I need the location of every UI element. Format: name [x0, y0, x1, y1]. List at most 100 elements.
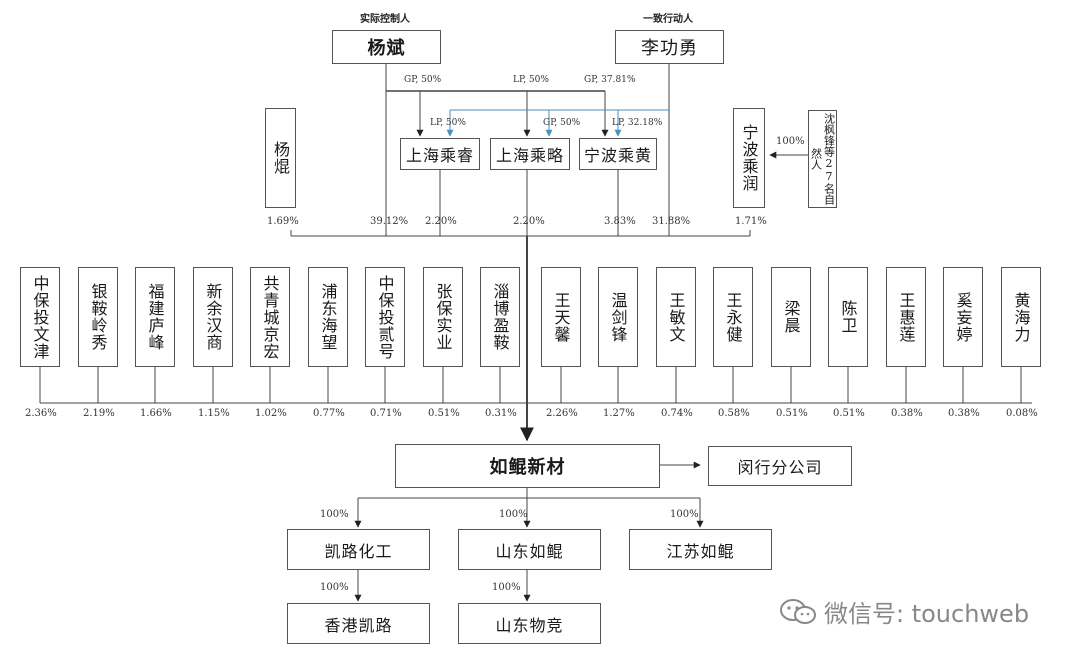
shareholder-box[interactable]: 陈卫: [828, 267, 868, 367]
ningbo-chenghuang-label: 宁波乘黄: [583, 146, 652, 165]
jiangsu-rukun-box[interactable]: 江苏如鲲: [629, 529, 772, 570]
shareholder-box[interactable]: 王惠莲: [886, 267, 926, 367]
shandong-wujing-label: 山东物竞: [495, 615, 564, 635]
shareholder-name: 福建庐峰: [145, 283, 165, 351]
shareholder-box[interactable]: 梁晨: [771, 267, 811, 367]
edge-label-lp-rui: LP, 50%: [430, 118, 466, 128]
edge-label-lp-lue: LP, 50%: [513, 75, 549, 85]
pct-li-gongyong: 31.88%: [652, 216, 691, 227]
shareholder-pct: 0.38%: [948, 408, 980, 419]
kailu-chemical-box[interactable]: 凯路化工: [287, 529, 430, 570]
shareholder-box[interactable]: 浦东海望: [308, 267, 348, 367]
shareholder-box[interactable]: 张保实业: [423, 267, 463, 367]
shareholder-box[interactable]: 王天馨: [541, 267, 581, 367]
shareholder-name: 王天馨: [551, 291, 571, 343]
shareholder-pct: 1.15%: [198, 408, 230, 419]
rukun-company-box[interactable]: 如鲲新材: [395, 444, 660, 488]
natural-persons-box[interactable]: 沈枫锋等27名自然人: [808, 110, 837, 208]
shareholder-box[interactable]: 温剑锋: [598, 267, 638, 367]
li-gongyong-label: 李功勇: [641, 38, 698, 59]
yang-kun-label: 杨焜: [271, 141, 290, 175]
shareholder-name: 王敏文: [666, 291, 686, 343]
shareholder-name: 新余汉商: [203, 283, 223, 351]
shanghai-chengrui-label: 上海乘睿: [405, 146, 474, 165]
shareholder-name: 奚妄婷: [953, 291, 973, 343]
rukun-company-label: 如鲲新材: [489, 457, 566, 478]
shareholder-box[interactable]: 新余汉商: [193, 267, 233, 367]
shareholder-pct: 1.66%: [140, 408, 172, 419]
wechat-icon: [780, 598, 816, 624]
role-controller: 实际控制人: [360, 14, 410, 25]
shareholder-box[interactable]: 奚妄婷: [943, 267, 983, 367]
edge-label-lp-huang: LP, 32.18%: [612, 118, 663, 128]
pct-jiangsu: 100%: [670, 509, 699, 520]
edge-label-gp-huang: GP, 37.81%: [584, 75, 636, 85]
shareholder-pct: 0.51%: [428, 408, 460, 419]
shareholder-name: 王惠莲: [896, 291, 916, 343]
role-concert: 一致行动人: [643, 14, 693, 25]
shareholder-name: 中保投贰号: [375, 274, 395, 360]
edge-label-runzhi: 100%: [776, 136, 805, 147]
shareholder-pct: 1.02%: [255, 408, 287, 419]
hk-kailu-label: 香港凯路: [324, 615, 393, 635]
minhang-branch-label: 闵行分公司: [737, 458, 823, 477]
shareholder-box[interactable]: 共青城京宏: [250, 267, 290, 367]
shareholder-pct: 2.19%: [83, 408, 115, 419]
shareholder-box[interactable]: 王永健: [713, 267, 753, 367]
shareholder-name: 张保实业: [433, 283, 453, 351]
shandong-rukun-label: 山东如鲲: [495, 541, 564, 561]
shareholder-pct: 1.27%: [603, 408, 635, 419]
pct-chengrun: 1.71%: [735, 216, 767, 227]
shareholder-box[interactable]: 黄海力: [1001, 267, 1041, 367]
shareholder-box[interactable]: 淄博盈鞍: [480, 267, 520, 367]
pct-shandong: 100%: [499, 509, 528, 520]
shareholder-name: 中保投文津: [30, 274, 50, 360]
shareholder-pct: 0.77%: [313, 408, 345, 419]
shareholder-pct: 0.08%: [1006, 408, 1038, 419]
shareholder-pct: 0.38%: [891, 408, 923, 419]
pct-kailu: 100%: [320, 509, 349, 520]
yang-bin-box[interactable]: 杨斌: [332, 30, 441, 64]
shareholder-pct: 0.74%: [661, 408, 693, 419]
li-gongyong-box[interactable]: 李功勇: [615, 30, 724, 64]
shareholder-name: 王永健: [723, 291, 743, 343]
shanghai-chenglue-box[interactable]: 上海乘略: [490, 138, 570, 170]
shareholder-pct: 0.71%: [370, 408, 402, 419]
shareholder-pct: 2.36%: [25, 408, 57, 419]
minhang-branch-box[interactable]: 闵行分公司: [708, 446, 852, 486]
pct-chenghuang: 3.83%: [604, 216, 636, 227]
edge-label-gp-lue: GP, 50%: [543, 118, 581, 128]
shareholder-box[interactable]: 中保投文津: [20, 267, 60, 367]
shandong-rukun-box[interactable]: 山东如鲲: [458, 529, 601, 570]
ningbo-chenghuang-box[interactable]: 宁波乘黄: [579, 138, 657, 170]
shareholder-name: 银鞍岭秀: [88, 283, 108, 351]
shareholder-pct: 0.31%: [485, 408, 517, 419]
shareholder-pct: 2.26%: [546, 408, 578, 419]
shareholder-pct: 0.51%: [776, 408, 808, 419]
yang-bin-label: 杨斌: [367, 38, 406, 59]
shareholder-box[interactable]: 王敏文: [656, 267, 696, 367]
edge-label-gp-rui: GP, 50%: [404, 75, 442, 85]
pct-chengrui: 2.20%: [425, 216, 457, 227]
hk-kailu-box[interactable]: 香港凯路: [287, 603, 430, 644]
shareholder-pct: 0.58%: [718, 408, 750, 419]
pct-chenglue: 2.20%: [513, 216, 545, 227]
shanghai-chenglue-label: 上海乘略: [495, 146, 564, 165]
pct-yang-kun: 1.69%: [267, 216, 299, 227]
shareholder-box[interactable]: 银鞍岭秀: [78, 267, 118, 367]
kailu-chemical-label: 凯路化工: [324, 541, 393, 561]
jiangsu-rukun-label: 江苏如鲲: [666, 541, 735, 561]
shareholder-box[interactable]: 中保投贰号: [365, 267, 405, 367]
shareholder-name: 温剑锋: [608, 291, 628, 343]
shareholder-name: 陈卫: [838, 300, 858, 334]
shandong-wujing-box[interactable]: 山东物竞: [458, 603, 601, 644]
pct-yang-bin: 39.12%: [370, 216, 409, 227]
shareholder-box[interactable]: 福建庐峰: [135, 267, 175, 367]
watermark-text: 微信号: touchweb: [824, 600, 1030, 628]
ningbo-chengrun-label: 宁波乘润: [739, 124, 759, 192]
yang-kun-box[interactable]: 杨焜: [265, 108, 296, 208]
shareholder-name: 黄海力: [1011, 291, 1031, 343]
ningbo-chengrun-box[interactable]: 宁波乘润: [733, 108, 765, 208]
shanghai-chengrui-box[interactable]: 上海乘睿: [400, 138, 480, 170]
